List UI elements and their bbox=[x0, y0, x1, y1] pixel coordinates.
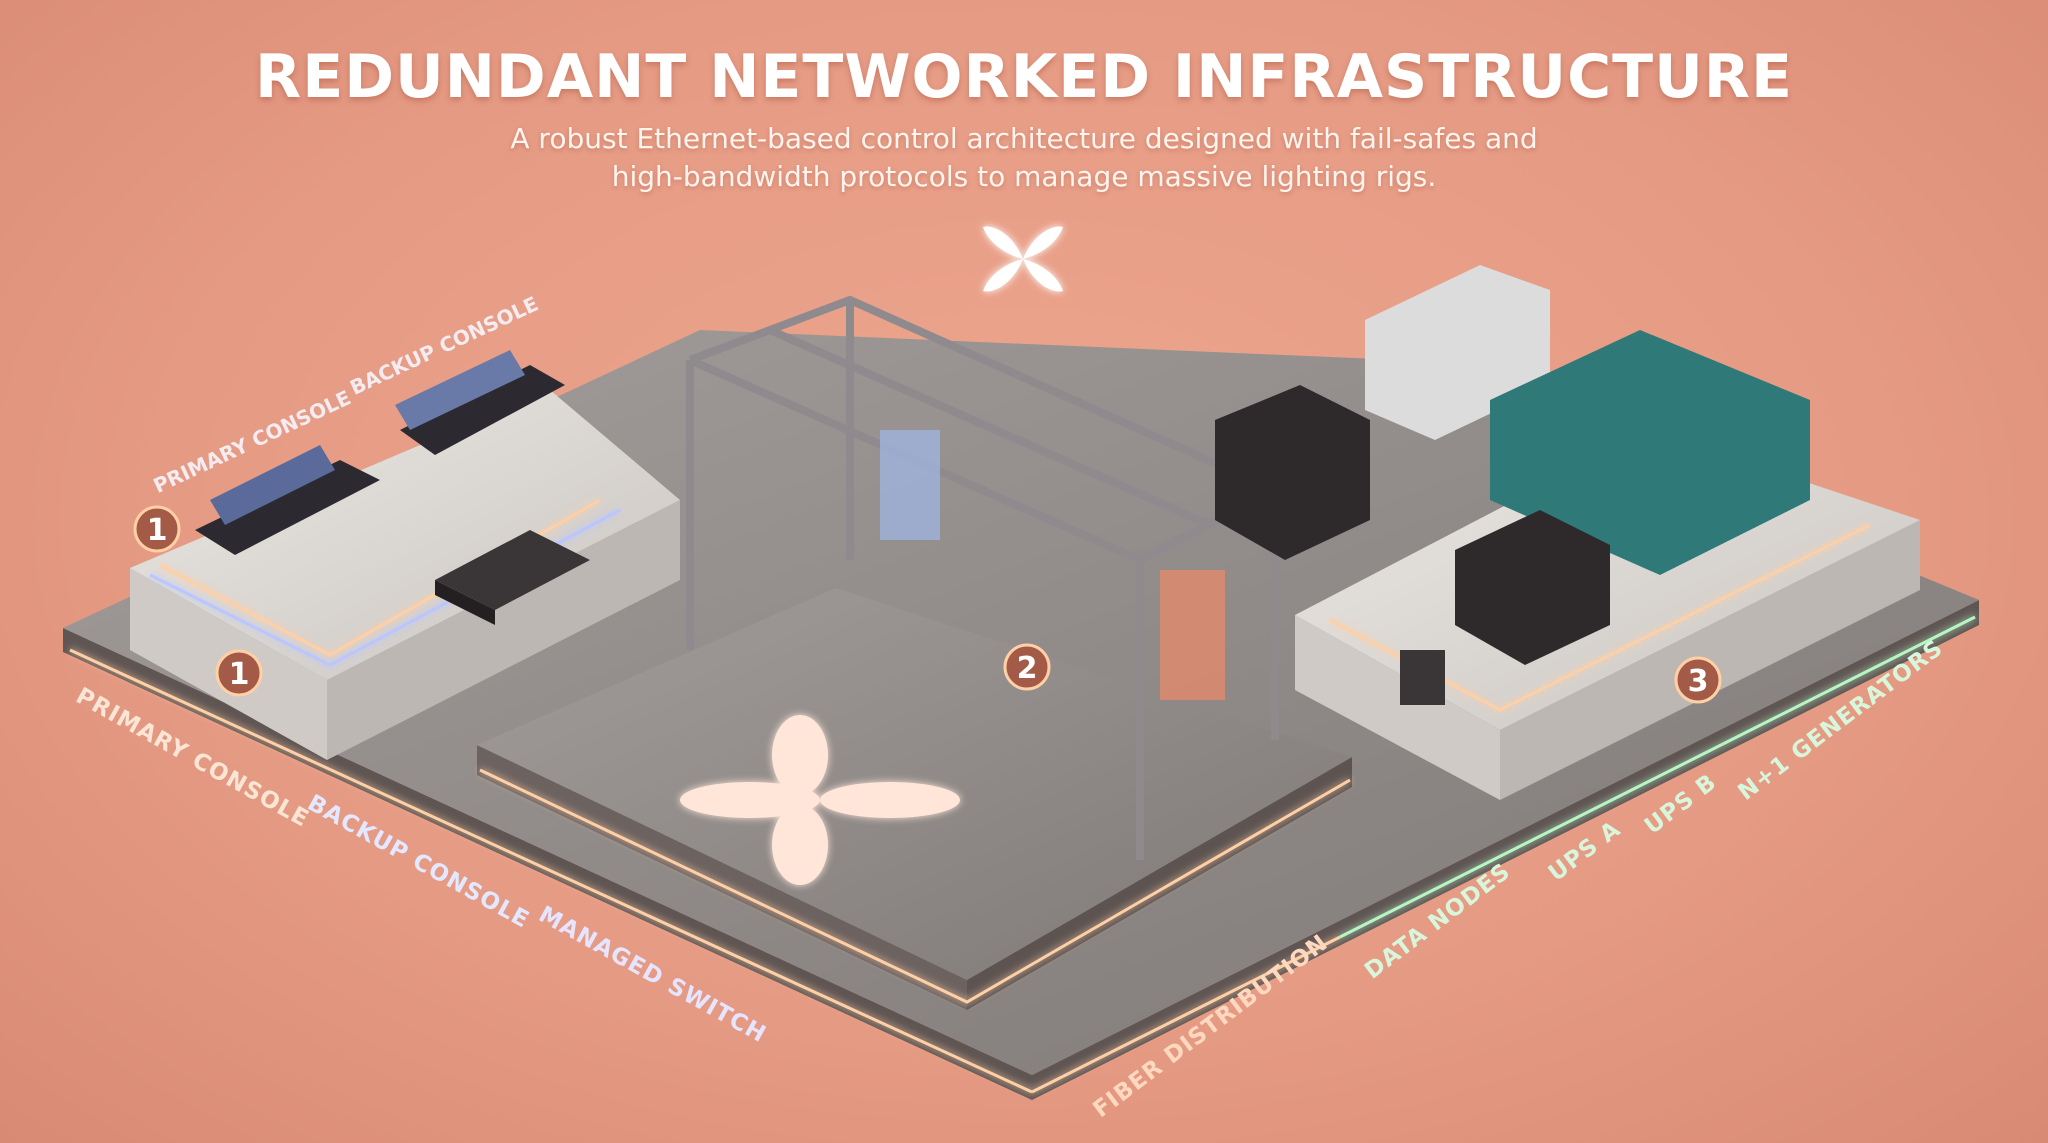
primary-console bbox=[195, 445, 380, 555]
svg-text:1: 1 bbox=[147, 513, 168, 548]
svg-text:1: 1 bbox=[229, 657, 250, 692]
badge-1-console: 1 bbox=[133, 505, 181, 553]
led-panel bbox=[880, 430, 940, 540]
badge-1-base: 1 bbox=[215, 649, 263, 697]
ups-b bbox=[1455, 510, 1610, 665]
ups-a bbox=[1215, 385, 1370, 560]
subtitle-line-1: A robust Ethernet-based control architec… bbox=[510, 122, 1538, 155]
managed-switch bbox=[435, 530, 590, 625]
svg-text:3: 3 bbox=[1688, 664, 1709, 699]
subtitle-line-2: high-bandwidth protocols to manage massi… bbox=[611, 160, 1437, 193]
data-node bbox=[1400, 650, 1445, 705]
led-panel bbox=[1160, 570, 1225, 700]
four-petal-star-icon bbox=[983, 226, 1063, 292]
backup-console bbox=[395, 350, 565, 455]
svg-text:2: 2 bbox=[1017, 651, 1038, 686]
page-title: REDUNDANT NETWORKED INFRASTRUCTURE bbox=[255, 42, 1793, 112]
stage-platform bbox=[477, 295, 1352, 1010]
badge-2: 2 bbox=[1003, 643, 1051, 691]
stage-floor-logo-icon bbox=[680, 715, 960, 885]
badge-3: 3 bbox=[1674, 656, 1722, 704]
generators bbox=[1490, 330, 1810, 575]
